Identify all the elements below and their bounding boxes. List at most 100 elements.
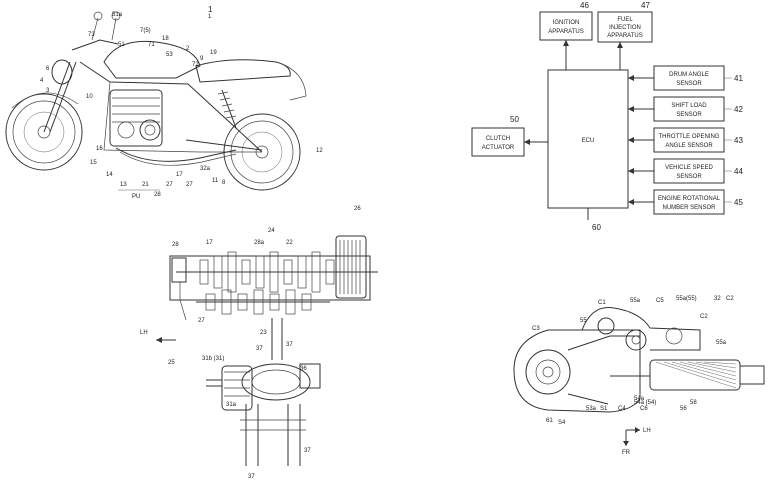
ecu-number: 60 [592, 223, 601, 232]
fuel-label-2: INJECTION [609, 25, 641, 31]
sensor-label-line2: NUMBER SENSOR [662, 205, 716, 211]
motorcycle-ref-label: 10 [86, 94, 93, 100]
transmission-lh-label: LH [140, 330, 148, 336]
actuator-fr-label: FR [622, 450, 631, 456]
motorcycle-ref-label: 73 [88, 32, 95, 38]
transmission-ref-label: 31b (31) [202, 356, 224, 362]
sensor-label-line2: SENSOR [676, 81, 702, 87]
actuator-ref-label: S1 [600, 406, 608, 412]
actuator-ref-label: 58 [690, 400, 697, 406]
motorcycle-ref-label: 11 [212, 178, 219, 184]
transmission-ref-label: 23 [260, 330, 267, 336]
actuator-ref-label: C5 [656, 298, 664, 304]
actuator-ref-label: C3 [532, 326, 540, 332]
actuator-ref-label: C2 [726, 296, 734, 302]
motorcycle-ref-label: 7(5) [140, 28, 151, 34]
sensor-label-line2: SENSOR [676, 112, 702, 118]
sensor-box [653, 96, 725, 122]
transmission-ref-label: 37 [248, 474, 255, 480]
ecu-box [547, 69, 629, 209]
clutch-actuator-box [471, 127, 525, 157]
motorcycle-ref-label: 72 [192, 62, 199, 68]
transmission-ref-label: 37 [286, 342, 293, 348]
transmission-ref-label: 26 [354, 206, 361, 212]
motorcycle-ref-label: 21 [142, 182, 149, 188]
motorcycle-ref-label: 9 [200, 56, 204, 62]
transmission-ref-label: 24 [268, 228, 275, 234]
actuator-ref-label: 55 [580, 318, 587, 324]
actuator-ref-label: 32 [714, 296, 721, 302]
transmission-ref-label: 37 [304, 448, 311, 454]
figure-number: 1 [208, 5, 213, 14]
sensor-number: 45 [734, 198, 743, 207]
actuator-ref-label: 54a (54) [634, 400, 656, 406]
actuator-ref-label: C2 [700, 314, 708, 320]
actuator-ref-label: 56 [680, 406, 687, 412]
motorcycle-ref-label: 19 [210, 50, 217, 56]
actuator-ref-label: 61 [546, 418, 553, 424]
ignition-number: 46 [580, 1, 589, 10]
clutch-number: 50 [510, 115, 519, 124]
motorcycle-ref-label: 16 [96, 146, 103, 152]
sensor-label-line2: SENSOR [676, 174, 702, 180]
motorcycle-ref-label: 12 [316, 148, 323, 154]
fuel-injection-box [597, 11, 653, 43]
motorcycle-ref-label: 51a [112, 12, 123, 18]
sensor-number: 44 [734, 167, 743, 176]
transmission-ref-label: 28 [172, 242, 179, 248]
motorcycle-ref-label: 1 [208, 14, 212, 20]
motorcycle-ref-label: 27 [166, 182, 173, 188]
motorcycle-ref-label: 53 [166, 52, 173, 58]
motorcycle-ref-label: 14 [106, 172, 113, 178]
clutch-label-2: ACTUATOR [482, 145, 515, 151]
ignition-apparatus-box [539, 11, 593, 41]
transmission-ref-label: 28a [254, 240, 265, 246]
ecu-label: ECU [582, 138, 595, 144]
motorcycle-ref-label: 2 [186, 46, 190, 52]
motorcycle-ref-label: 17 [176, 172, 183, 178]
actuator-ref-label: 55a [630, 298, 641, 304]
fuel-label-1: FUEL [617, 17, 633, 23]
ignition-label-2: APPARATUS [548, 29, 583, 35]
actuator-lh-label: LH [643, 428, 651, 434]
sensor-number: 42 [734, 105, 743, 114]
motorcycle-ref-label: 3 [46, 88, 50, 94]
actuator-ref-label: C4 [618, 406, 626, 412]
motorcycle-ref-label: 18 [162, 36, 169, 42]
motorcycle-ref-label: 32a [200, 166, 211, 172]
actuator-ref-label: C1 [598, 300, 606, 306]
actuator-ref-label: 55a(55) [676, 296, 697, 302]
transmission-ref-label: 17 [206, 240, 213, 246]
transmission-ref-label: 25 [168, 360, 175, 366]
block-diagram: ECU 60 IGNITION APPARATUS 46 FUEL INJECT… [471, 1, 743, 232]
motorcycle-ref-label: 8 [222, 180, 226, 186]
fuel-label-3: APPARATUS [607, 33, 642, 39]
sensor-label-line1: VEHICLE SPEED [665, 165, 713, 171]
actuator-ref-label: 55a [716, 340, 727, 346]
sensor-label-line1: ENGINE ROTATIONAL [658, 196, 721, 202]
motorcycle-ref-label: 71 [148, 42, 155, 48]
motorcycle-ref-label: 27 [186, 182, 193, 188]
transmission-ref-label: 37 [256, 346, 263, 352]
sensor-label-line1: DRUM ANGLE [669, 72, 709, 78]
transmission-ref-label: 31a [226, 402, 237, 408]
motorcycle-ref-label: 6 [46, 66, 50, 72]
ignition-label-1: IGNITION [553, 20, 580, 26]
sensor-number: 43 [734, 136, 743, 145]
pu-label: PU [132, 194, 140, 200]
transmission-ref-label: 36 [300, 366, 307, 372]
motorcycle-ref-label: 4 [40, 78, 44, 84]
sensor-label-line1: THROTTLE OPENING [658, 134, 719, 140]
clutch-label-1: CLUTCH [486, 136, 510, 142]
motorcycle-ref-label: 15 [90, 160, 97, 166]
motorcycle-ref-label: 28 [154, 192, 161, 198]
actuator-ref-label: S4 [558, 420, 566, 426]
sensor-label-line1: SHIFT LOAD [671, 103, 707, 109]
sensor-box [653, 127, 725, 153]
motorcycle-ref-label: 51 [118, 42, 125, 48]
sensor-label-line2: ANGLE SENSOR [665, 143, 713, 149]
